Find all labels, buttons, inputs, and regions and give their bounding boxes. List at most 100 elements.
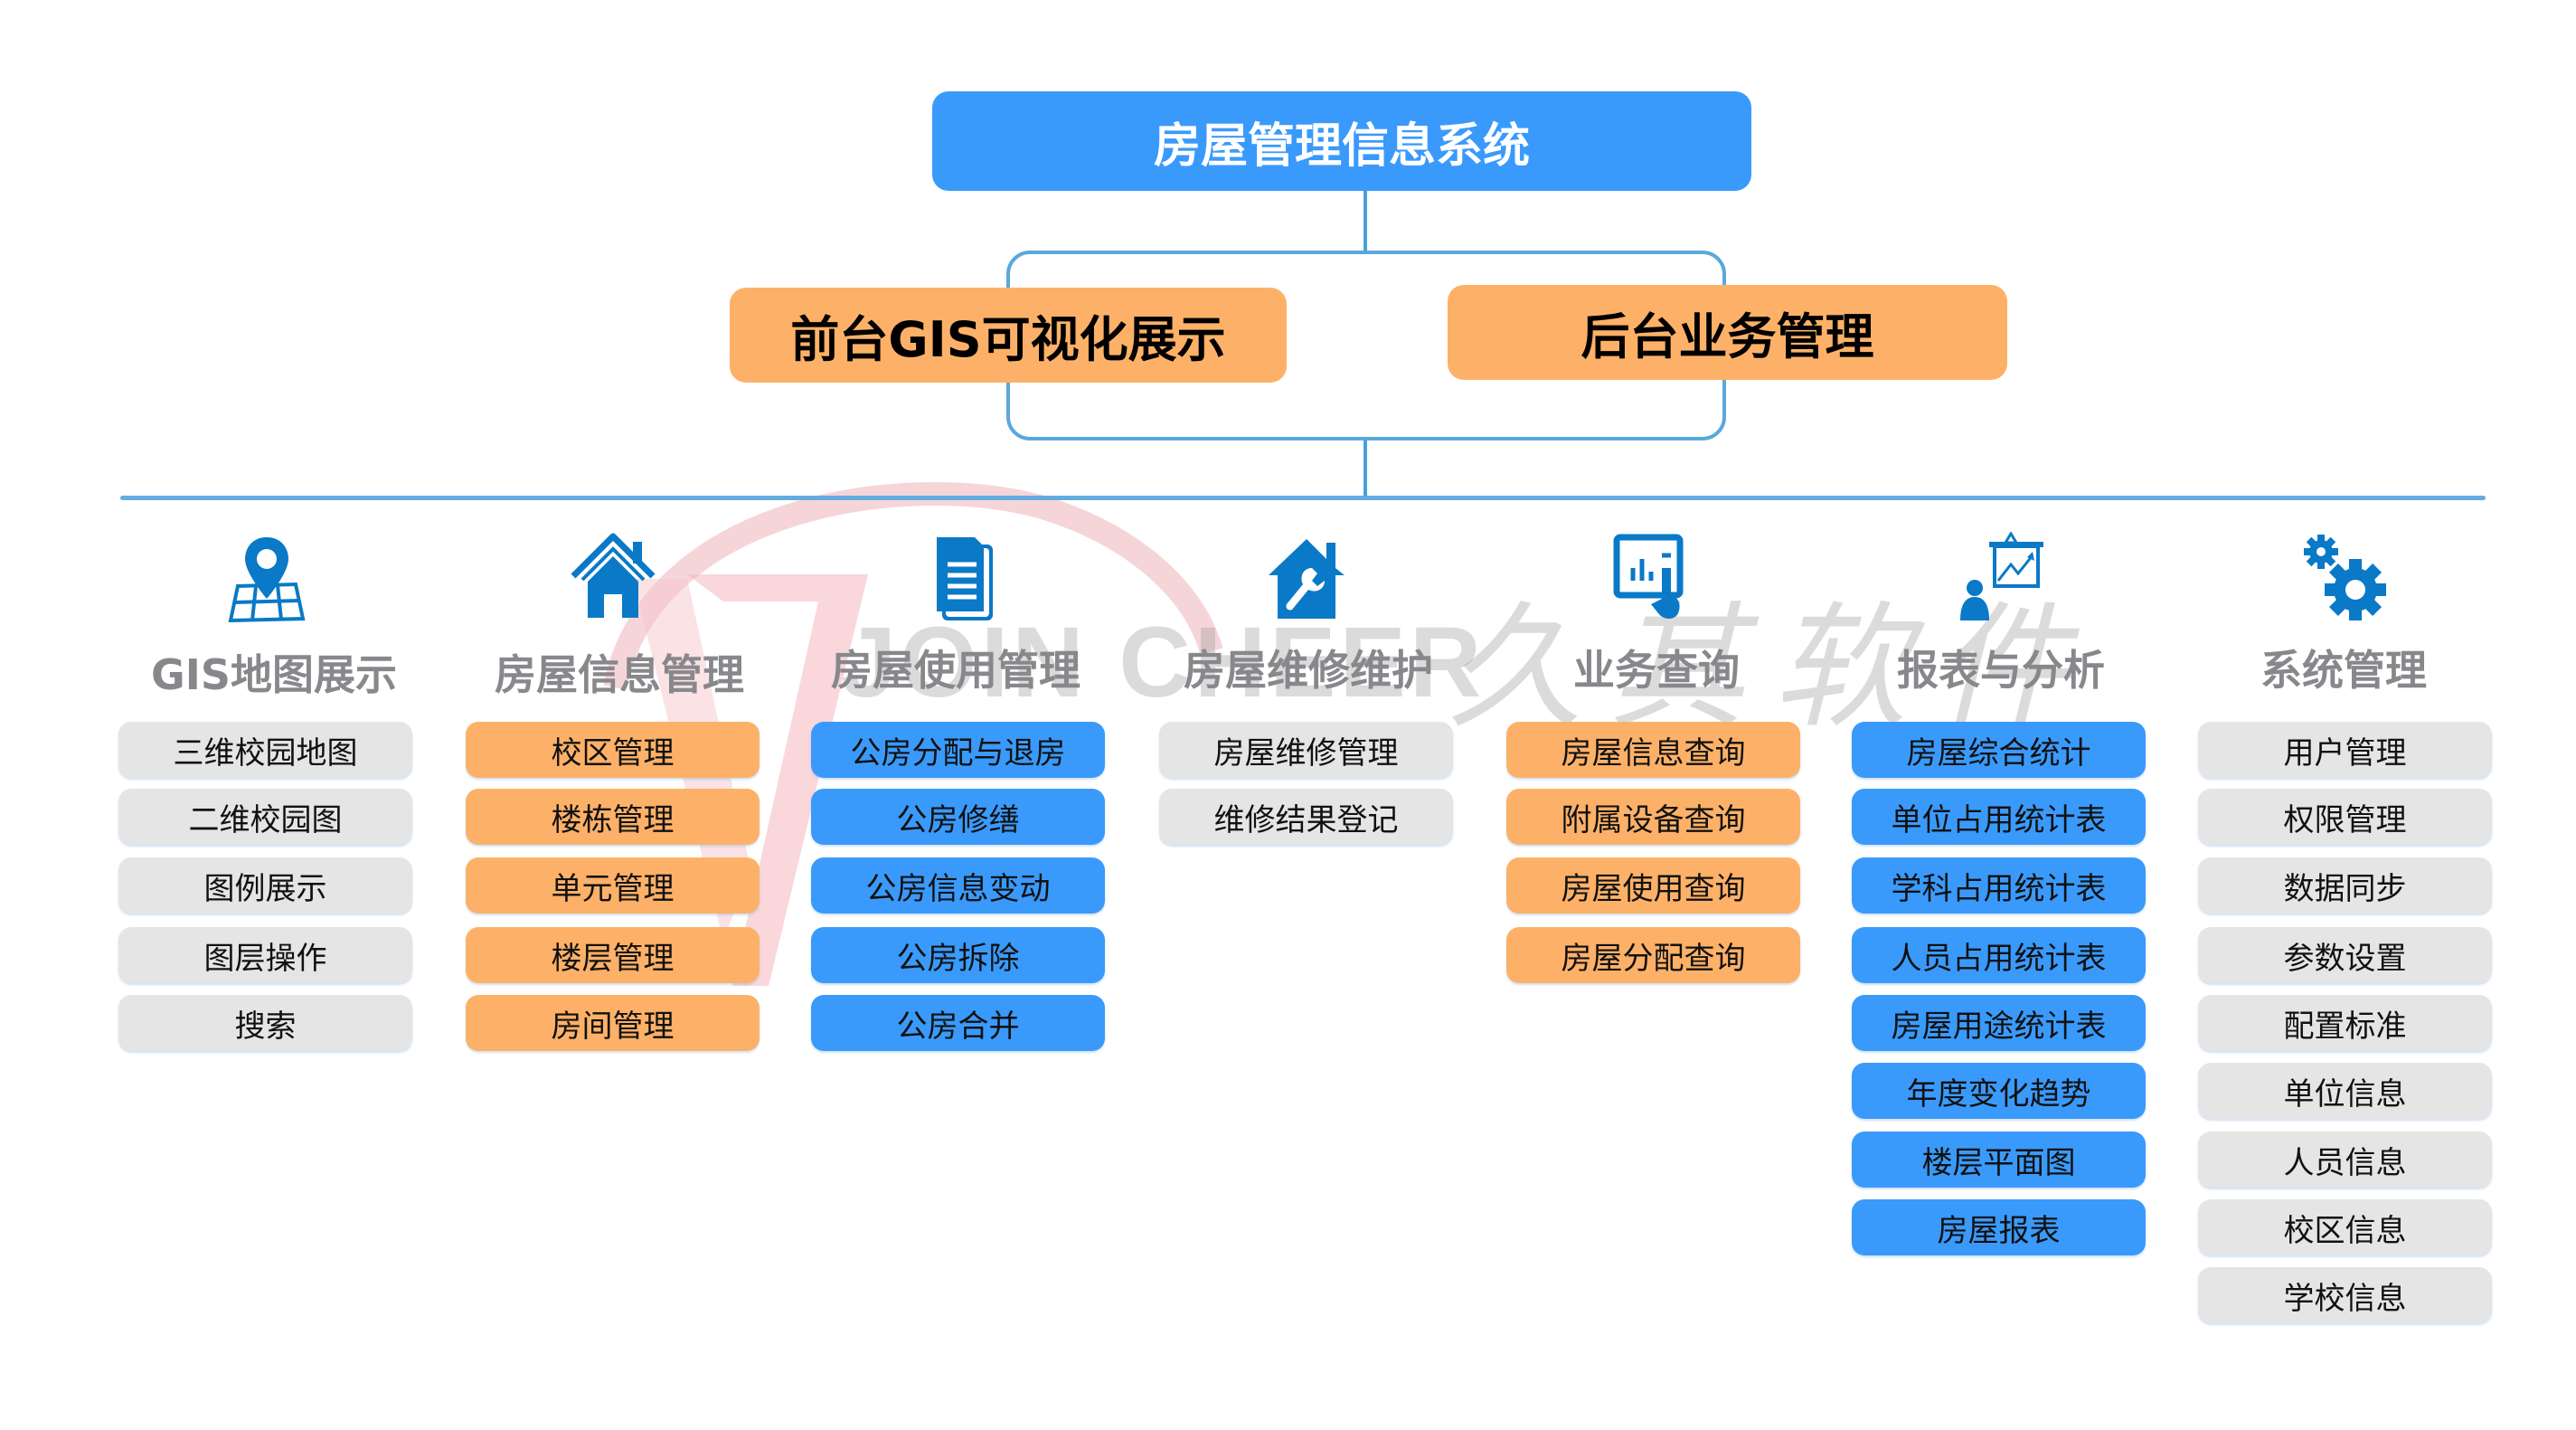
module-item-button[interactable]: 房屋维修管理 bbox=[1159, 722, 1453, 778]
module-item-label: 房屋维修管理 bbox=[1213, 734, 1399, 772]
module-heading-reports: 报表与分析 bbox=[1897, 646, 2105, 695]
module-item-label: 二维校园图 bbox=[188, 801, 343, 838]
module-item-label: 三维校园地图 bbox=[173, 734, 358, 772]
module-item-button[interactable]: 公房合并 bbox=[811, 995, 1105, 1051]
module-item-button[interactable]: 校区管理 bbox=[466, 722, 760, 778]
module-item-button[interactable]: 楼层管理 bbox=[466, 927, 760, 983]
connector-root-down bbox=[1363, 191, 1367, 251]
module-item-button[interactable]: 房屋用途统计表 bbox=[1852, 995, 2146, 1051]
module-item-label: 附属设备查询 bbox=[1561, 801, 1746, 838]
monitor-chart-touch-icon bbox=[1613, 534, 1684, 619]
module-item-button[interactable]: 人员占用统计表 bbox=[1852, 927, 2146, 983]
gears-icon bbox=[2304, 535, 2386, 620]
map-pin-grid-icon bbox=[228, 537, 306, 622]
node-backend-business[interactable]: 后台业务管理 bbox=[1448, 285, 2007, 380]
module-item-label: 学校信息 bbox=[2283, 1280, 2407, 1317]
node-frontend-gis[interactable]: 前台GIS可视化展示 bbox=[730, 288, 1287, 383]
module-heading-maintenance: 房屋维修维护 bbox=[1184, 646, 1433, 695]
watermark-v-shape bbox=[687, 574, 868, 986]
connector-bracket-down bbox=[1363, 440, 1367, 497]
module-item-button[interactable]: 单元管理 bbox=[466, 857, 760, 914]
module-item-button[interactable]: 参数设置 bbox=[2198, 927, 2492, 983]
module-item-label: 年度变化趋势 bbox=[1906, 1075, 2091, 1113]
module-item-button[interactable]: 公房拆除 bbox=[811, 927, 1105, 983]
module-item-label: 搜索 bbox=[234, 1008, 297, 1045]
module-item-button[interactable]: 二维校园图 bbox=[118, 789, 412, 845]
document-icon bbox=[937, 537, 993, 620]
module-item-label: 公房修缮 bbox=[896, 801, 1020, 838]
module-item-button[interactable]: 三维校园地图 bbox=[118, 722, 412, 778]
module-item-label: 房屋信息查询 bbox=[1561, 734, 1746, 772]
presenter-chart-icon bbox=[1960, 532, 2043, 620]
module-item-label: 房屋报表 bbox=[1937, 1212, 2061, 1249]
module-item-button[interactable]: 房屋分配查询 bbox=[1506, 927, 1800, 983]
module-item-label: 房屋分配查询 bbox=[1561, 940, 1746, 977]
node-backend-business-label: 后台业务管理 bbox=[1581, 308, 1874, 365]
house-wrench-icon bbox=[1269, 539, 1345, 619]
module-item-button[interactable]: 附属设备查询 bbox=[1506, 789, 1800, 845]
module-heading-house-info: 房屋信息管理 bbox=[495, 650, 744, 699]
module-item-button[interactable]: 校区信息 bbox=[2198, 1199, 2492, 1255]
module-item-label: 公房拆除 bbox=[896, 940, 1020, 977]
module-item-button[interactable]: 房间管理 bbox=[466, 995, 760, 1051]
module-heading-query: 业务查询 bbox=[1573, 646, 1740, 695]
module-item-button[interactable]: 人员信息 bbox=[2198, 1132, 2492, 1188]
module-item-label: 楼层平面图 bbox=[1921, 1144, 2076, 1181]
module-item-label: 校区管理 bbox=[551, 734, 675, 772]
module-item-button[interactable]: 房屋信息查询 bbox=[1506, 722, 1800, 778]
module-item-label: 公房信息变动 bbox=[865, 870, 1051, 907]
module-item-label: 校区信息 bbox=[2283, 1212, 2407, 1249]
module-item-button[interactable]: 搜索 bbox=[118, 995, 412, 1051]
module-item-button[interactable]: 公房分配与退房 bbox=[811, 722, 1105, 778]
module-item-button[interactable]: 用户管理 bbox=[2198, 722, 2492, 778]
module-item-button[interactable]: 公房信息变动 bbox=[811, 857, 1105, 914]
module-item-button[interactable]: 学科占用统计表 bbox=[1852, 857, 2146, 914]
node-frontend-gis-label: 前台GIS可视化展示 bbox=[790, 311, 1226, 368]
module-heading-house-usage: 房屋使用管理 bbox=[831, 646, 1080, 695]
module-item-label: 数据同步 bbox=[2283, 870, 2407, 907]
module-item-label: 公房合并 bbox=[896, 1008, 1020, 1045]
module-item-button[interactable]: 房屋使用查询 bbox=[1506, 857, 1800, 914]
module-heading-system: 系统管理 bbox=[2260, 646, 2427, 695]
module-item-label: 图例展示 bbox=[203, 870, 327, 907]
module-heading-gis: GIS地图展示 bbox=[150, 650, 397, 699]
module-item-button[interactable]: 楼栋管理 bbox=[466, 789, 760, 845]
module-item-label: 楼栋管理 bbox=[551, 801, 675, 838]
module-item-label: 用户管理 bbox=[2283, 734, 2407, 772]
module-item-button[interactable]: 年度变化趋势 bbox=[1852, 1063, 2146, 1119]
module-item-button[interactable]: 房屋综合统计 bbox=[1852, 722, 2146, 778]
module-item-label: 房屋用途统计表 bbox=[1891, 1008, 2107, 1045]
module-item-label: 维修结果登记 bbox=[1213, 801, 1399, 838]
module-item-label: 公房分配与退房 bbox=[850, 734, 1066, 772]
module-item-button[interactable]: 单位占用统计表 bbox=[1852, 789, 2146, 845]
module-item-label: 楼层管理 bbox=[551, 940, 675, 977]
module-item-label: 房屋综合统计 bbox=[1906, 734, 2091, 772]
module-item-button[interactable]: 维修结果登记 bbox=[1159, 789, 1453, 845]
module-item-button[interactable]: 学校信息 bbox=[2198, 1267, 2492, 1323]
module-item-label: 房间管理 bbox=[551, 1008, 675, 1045]
root-title: 房屋管理信息系统 bbox=[1153, 118, 1530, 174]
module-item-label: 单元管理 bbox=[551, 870, 675, 907]
module-item-button[interactable]: 权限管理 bbox=[2198, 789, 2492, 845]
connector-horizontal-bus bbox=[120, 496, 2486, 500]
module-item-button[interactable]: 图层操作 bbox=[118, 927, 412, 983]
module-item-button[interactable]: 房屋报表 bbox=[1852, 1199, 2146, 1255]
root-node[interactable]: 房屋管理信息系统 bbox=[932, 91, 1751, 191]
module-item-label: 配置标准 bbox=[2283, 1008, 2407, 1045]
module-item-label: 房屋使用查询 bbox=[1561, 870, 1746, 907]
module-item-button[interactable]: 配置标准 bbox=[2198, 995, 2492, 1051]
module-item-label: 人员信息 bbox=[2283, 1144, 2407, 1181]
module-item-button[interactable]: 数据同步 bbox=[2198, 857, 2492, 914]
module-item-label: 人员占用统计表 bbox=[1891, 940, 2107, 977]
module-item-label: 学科占用统计表 bbox=[1891, 870, 2107, 907]
module-item-label: 权限管理 bbox=[2283, 801, 2407, 838]
house-icon bbox=[571, 533, 656, 618]
module-item-button[interactable]: 公房修缮 bbox=[811, 789, 1105, 845]
module-item-button[interactable]: 单位信息 bbox=[2198, 1063, 2492, 1119]
module-item-label: 图层操作 bbox=[203, 940, 327, 977]
module-item-button[interactable]: 楼层平面图 bbox=[1852, 1132, 2146, 1188]
module-item-button[interactable]: 图例展示 bbox=[118, 857, 412, 914]
module-item-label: 单位信息 bbox=[2283, 1075, 2407, 1113]
module-item-label: 参数设置 bbox=[2283, 940, 2407, 977]
